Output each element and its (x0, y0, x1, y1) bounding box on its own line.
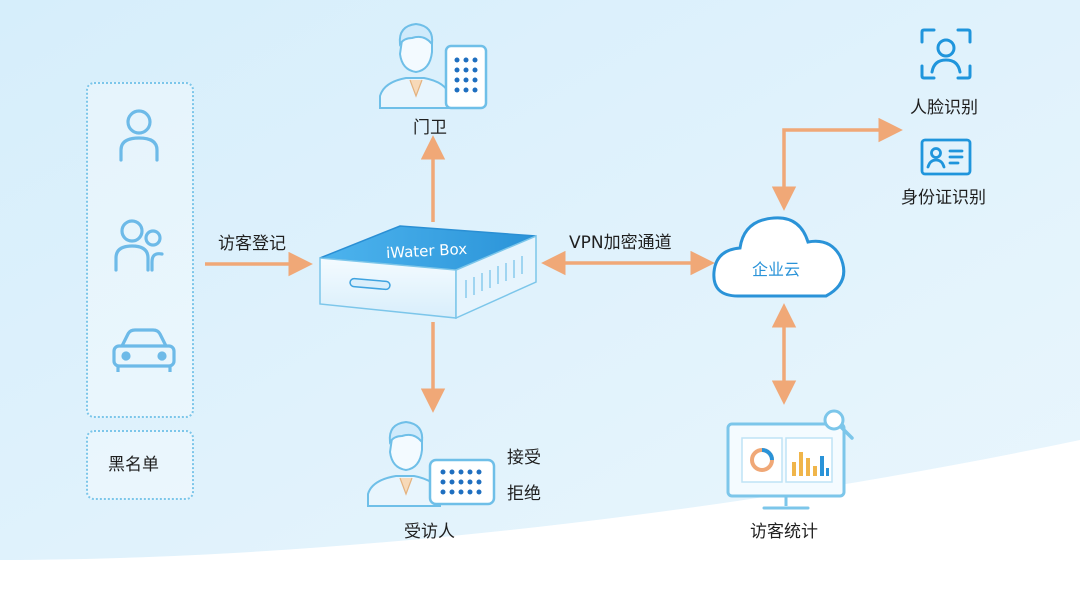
reject-label: 拒绝 (507, 484, 541, 504)
accept-label: 接受 (507, 448, 541, 468)
face-recognition-label: 人脸识别 (910, 98, 978, 118)
visitor-types-panel (86, 82, 194, 418)
arrow-cloud-to-face (771, 117, 903, 211)
blacklist-label: 黑名单 (108, 455, 159, 475)
id-card-icon (920, 138, 972, 176)
car-icon (112, 328, 176, 372)
visitor-registration-label: 访客登记 (218, 234, 286, 254)
enterprise-cloud-shape (712, 216, 846, 298)
visitee-label: 受访人 (404, 522, 455, 542)
vpn-channel-label: VPN加密通道 (569, 233, 672, 253)
guard-label: 门卫 (413, 118, 447, 138)
visitee-icon (367, 420, 496, 507)
connector-arrows (205, 117, 903, 413)
iwater-box-device (319, 225, 537, 320)
face-recognition-icon (920, 28, 972, 80)
enterprise-cloud-label: 企业云 (752, 260, 801, 279)
blacklist-panel (86, 430, 194, 500)
statistics-monitor-icon (726, 409, 854, 510)
group-icon (114, 219, 164, 272)
guard-icon (379, 22, 488, 110)
id-recognition-label: 身份证识别 (901, 188, 986, 208)
visitor-statistics-label: 访客统计 (750, 522, 818, 542)
person-icon (119, 109, 159, 162)
iwater-box-label: iWater Box (385, 239, 468, 263)
